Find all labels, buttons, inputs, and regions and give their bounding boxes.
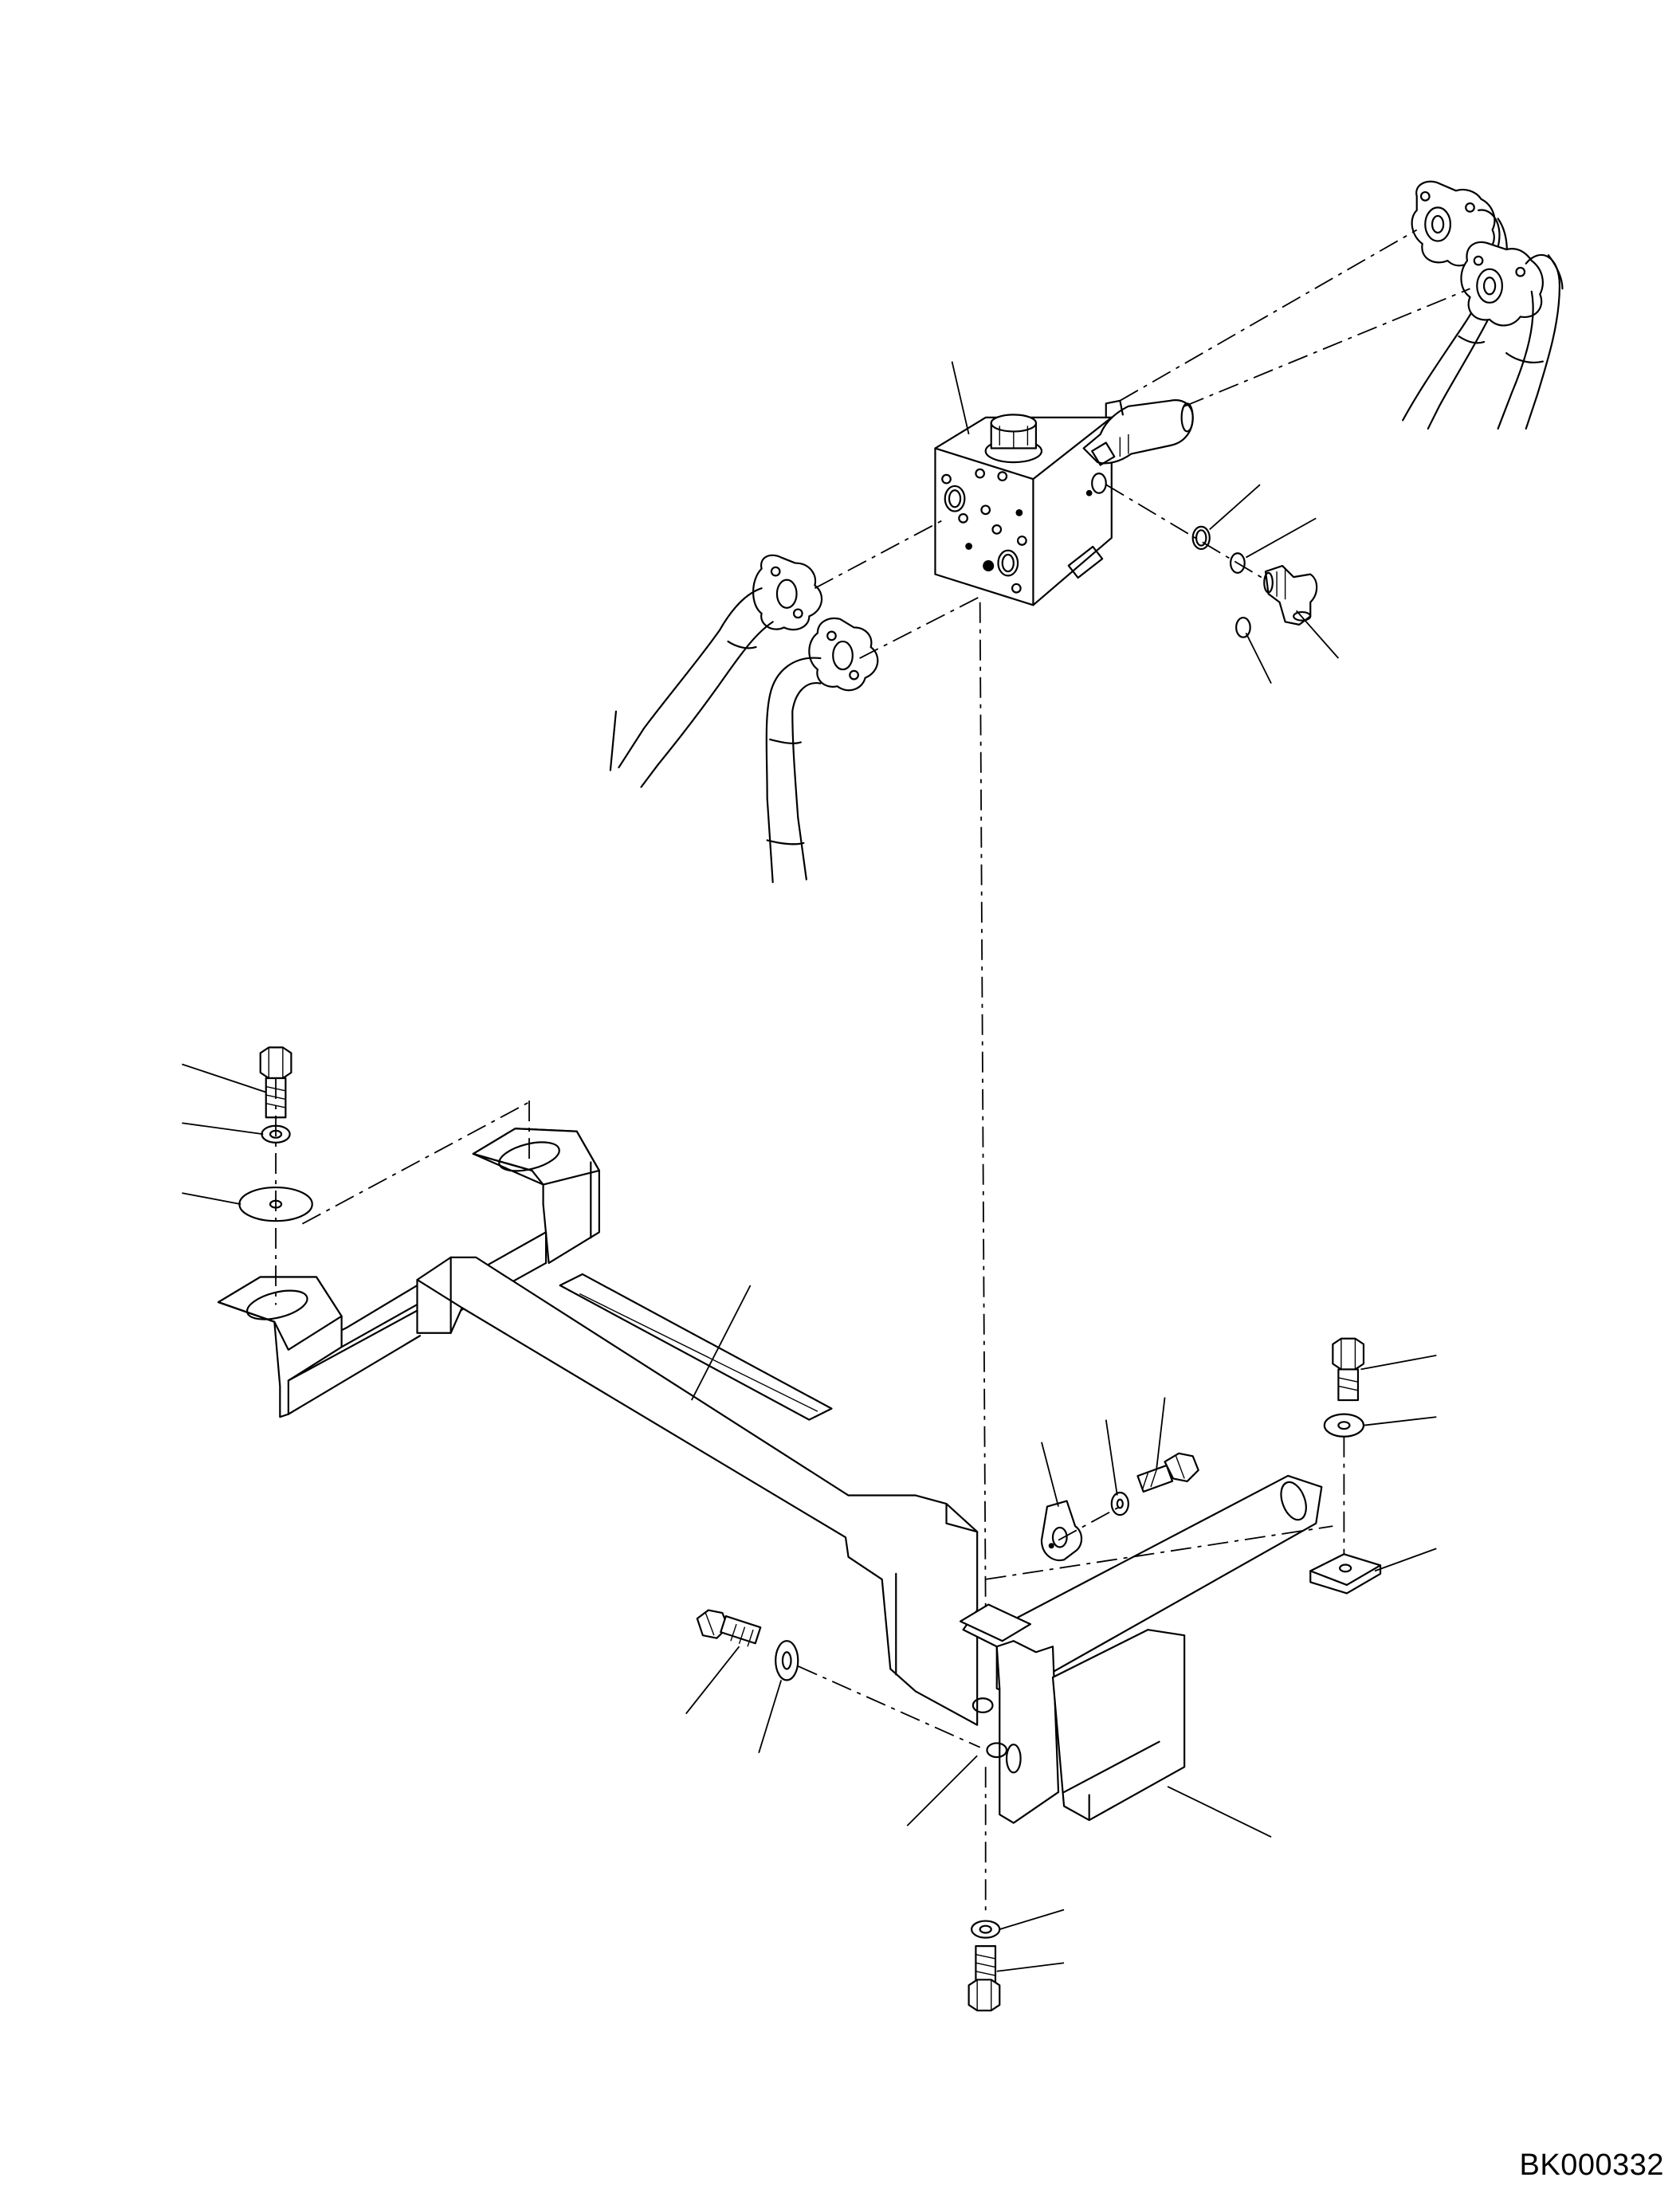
washer-bottom (971, 1921, 999, 1938)
bolt-right (1333, 1339, 1364, 1400)
callout-leaders (182, 362, 1436, 1971)
hose-clamp (1042, 1501, 1081, 1560)
hose-upper-left-1 (610, 555, 822, 787)
hose-upper-right-2 (1461, 242, 1562, 429)
washer-clamp (1112, 1493, 1129, 1515)
hose-upper-left-2 (767, 618, 878, 882)
elbow-fitting (1264, 566, 1317, 625)
bolt-clamp (1137, 1454, 1198, 1492)
o-ring-thin (1231, 553, 1245, 573)
square-plate-right (1310, 1554, 1380, 1593)
washer-center (775, 1641, 798, 1680)
main-bracket (218, 1128, 1321, 1822)
washer-right (1325, 1414, 1364, 1437)
bolt-left (261, 1047, 292, 1117)
bolt-center (697, 1610, 760, 1647)
assembly-center-lines (276, 230, 1470, 1915)
drawing-code: BK000332 (1519, 2148, 1664, 2182)
valve-block (935, 400, 1192, 605)
o-ring-lower (1236, 618, 1250, 638)
bolt-bottom (969, 1946, 1000, 2011)
